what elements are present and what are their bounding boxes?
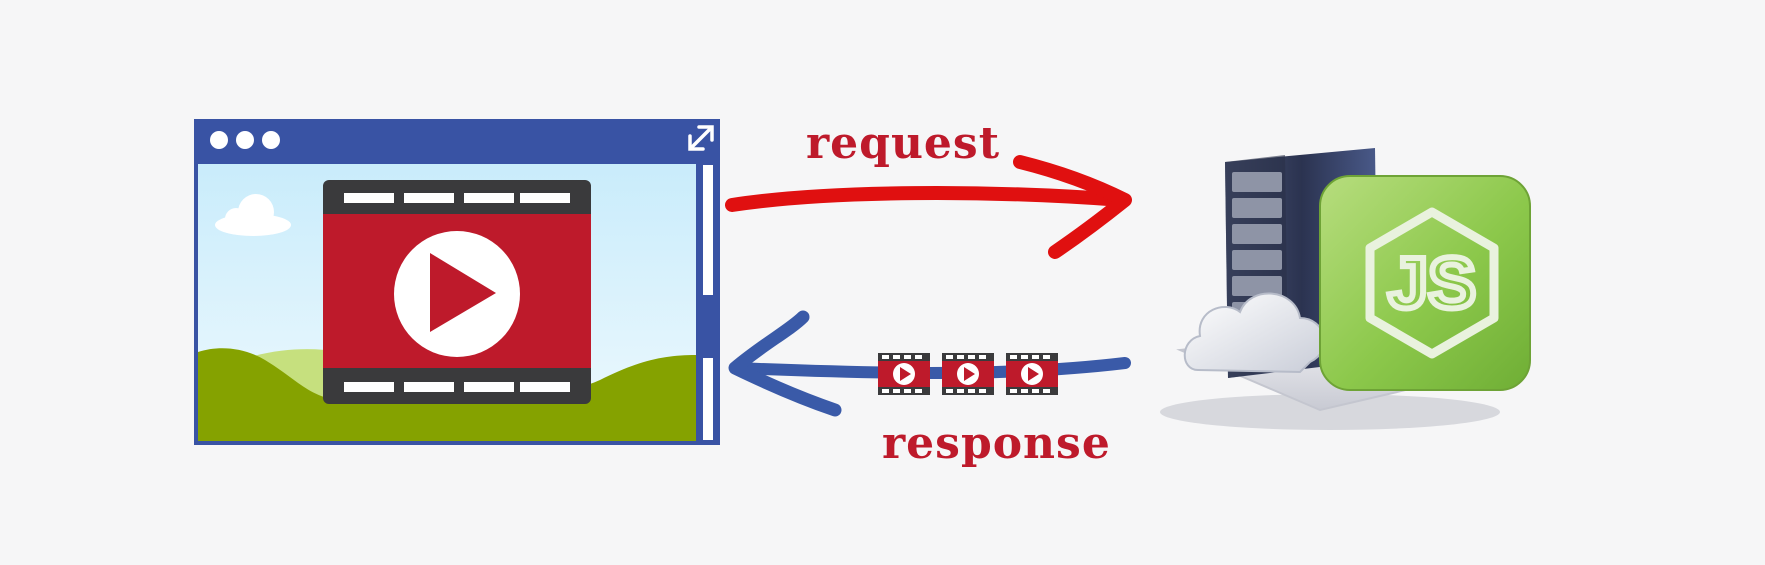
- browser-window-icon: [194, 119, 720, 445]
- sky-cloud: [215, 194, 291, 236]
- play-icon: [430, 253, 496, 332]
- request-arrow: [725, 155, 1132, 259]
- window-dot-1[interactable]: [210, 131, 228, 149]
- request-label: request: [806, 118, 1001, 169]
- window-dot-3[interactable]: [262, 131, 280, 149]
- scrollbar[interactable]: [700, 164, 716, 441]
- response-arrow: [728, 310, 1131, 417]
- expand-icon[interactable]: [688, 125, 714, 151]
- video-player-icon[interactable]: [323, 180, 591, 404]
- scrollbar-track-top: [703, 165, 713, 295]
- window-dot-2[interactable]: [236, 131, 254, 149]
- video-chunk-1: [878, 353, 930, 395]
- nodejs-logo: JS: [1319, 175, 1531, 391]
- scrollbar-track-bottom: [703, 358, 713, 440]
- nodejs-hexagon: [1365, 207, 1499, 359]
- nodejs-logo-text: JS: [1388, 244, 1476, 324]
- response-video-chunks: [878, 353, 1058, 395]
- video-chunk-3: [1006, 353, 1058, 395]
- video-chunk-2: [942, 353, 994, 395]
- scrollbar-thumb[interactable]: [703, 296, 713, 356]
- response-label: response: [882, 418, 1111, 469]
- server-shadow: [1160, 394, 1500, 430]
